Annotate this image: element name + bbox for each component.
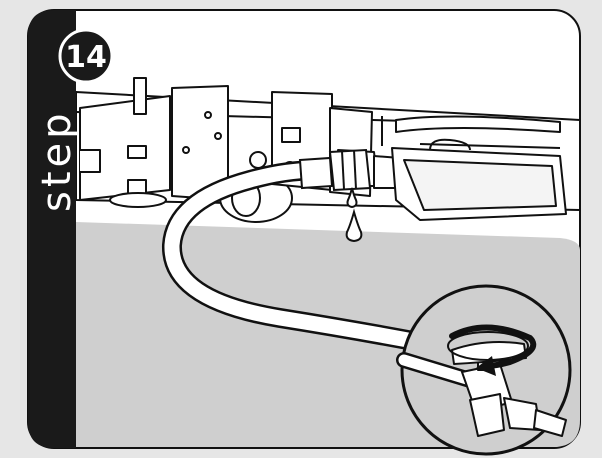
step-word-label: step <box>34 109 80 212</box>
step-number: 14 <box>65 40 107 75</box>
